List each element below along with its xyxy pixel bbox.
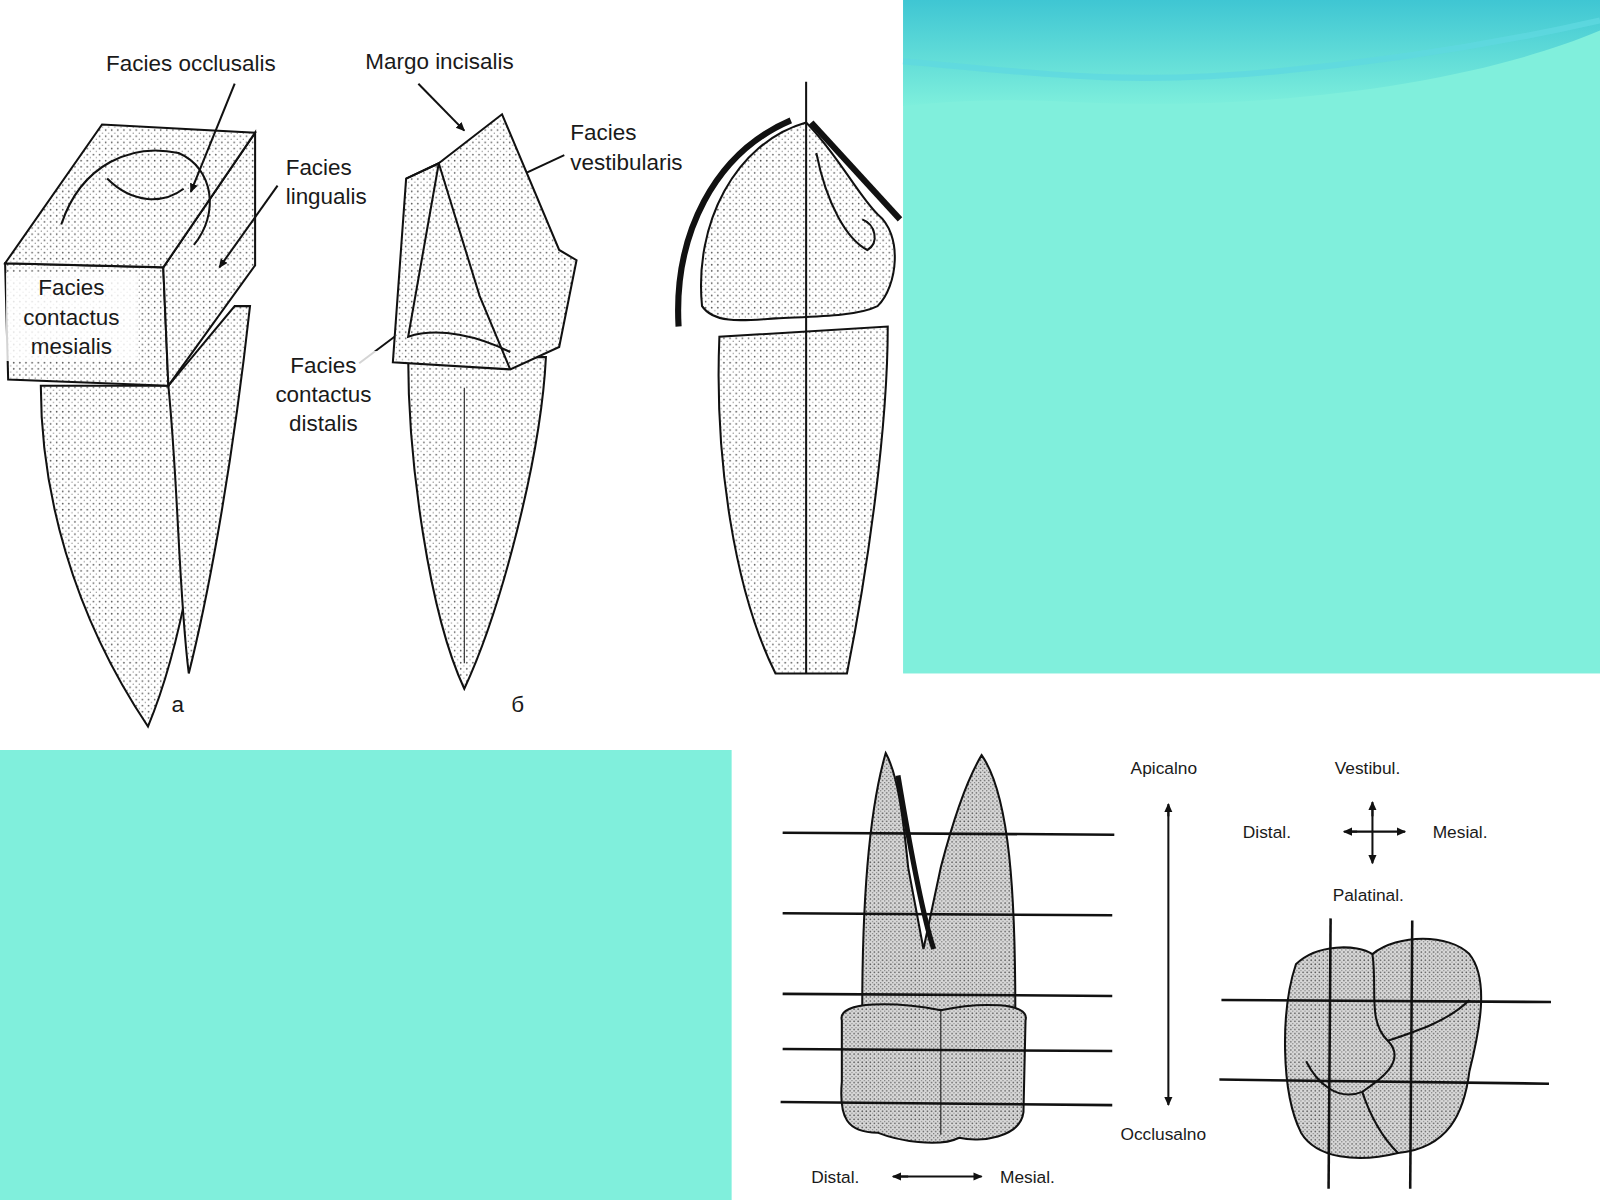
teal-panel (903, 0, 1600, 673)
grid-lines (1219, 918, 1551, 1188)
part-label: б (511, 690, 524, 719)
part-label: Margo incisalis (365, 47, 513, 76)
part-label: Facies contactus distalis (258, 351, 389, 439)
canine-drawing (393, 114, 577, 688)
part-label: Facies contactus mesialis (6, 273, 137, 361)
part-label: Vestibul. (1335, 757, 1401, 780)
part-label: Facies vestibularis (568, 118, 715, 176)
teal-panel (0, 750, 732, 1200)
part-label: Distal. (811, 1166, 859, 1189)
part-label: Mesial. (1000, 1166, 1055, 1189)
part-label: Occlusalno (1120, 1123, 1206, 1146)
section-lines (781, 833, 1115, 1105)
part-label: Palatinal. (1333, 884, 1404, 907)
part-label: Facies occlusalis (106, 49, 276, 78)
part-label: Distal. (1243, 821, 1291, 844)
wave-line (903, 20, 1600, 77)
part-label: а (171, 690, 183, 719)
part-label: Apicalno (1131, 757, 1197, 780)
part-label: Mesial. (1433, 821, 1488, 844)
wave-band (903, 0, 1600, 106)
occlusal-view (1285, 939, 1481, 1158)
part-label: Facies lingualis (284, 153, 400, 211)
molar-side-view (841, 753, 1026, 1143)
molar-drawing (5, 124, 255, 726)
